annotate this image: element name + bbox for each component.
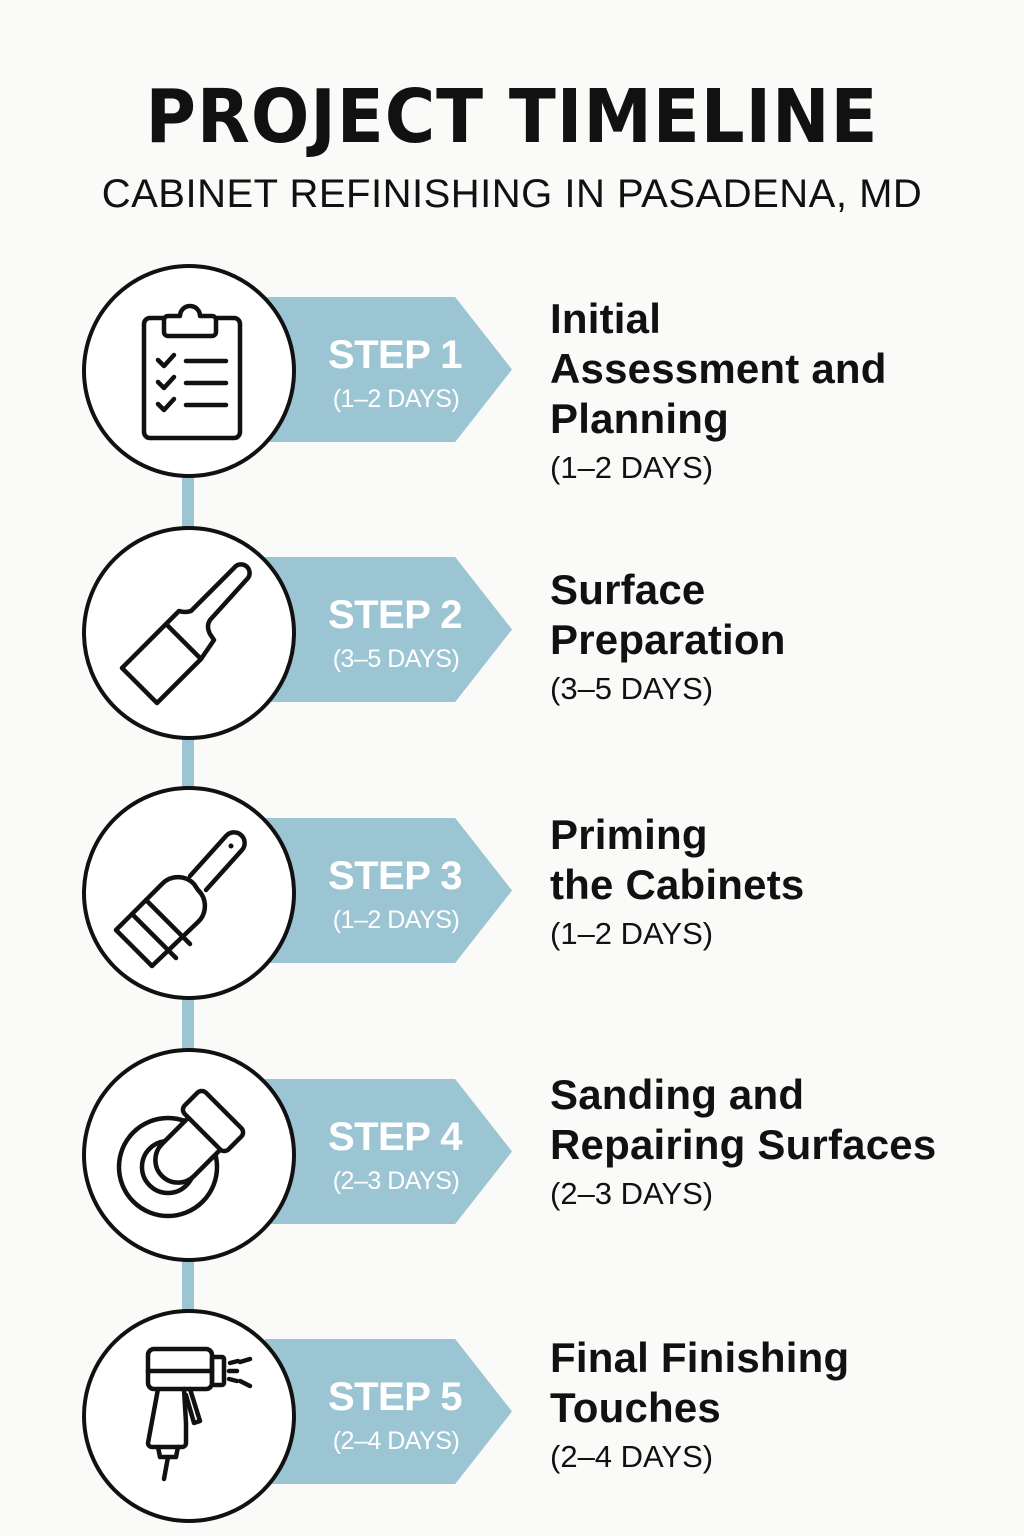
step-description: Final Finishing Touches (2–4 DAYS) [550, 1333, 1010, 1477]
timeline-connector [182, 998, 194, 1050]
step-label: STEP 5 [327, 1375, 463, 1419]
timeline-connector [182, 476, 194, 528]
sander-icon [116, 1088, 246, 1219]
step-description: Sanding and Repairing Surfaces (2–3 DAYS… [550, 1070, 1010, 1214]
step-title: Initial Assessment and Planning [550, 295, 887, 442]
spray-gun-icon [145, 1346, 253, 1482]
timeline-connector [182, 738, 194, 790]
step-label: STEP 1 [327, 333, 463, 377]
step-description: Surface Preparation (3–5 DAYS) [550, 565, 1010, 709]
timeline-step-4: STEP 4 (2–3 DAYS) Sanding and Repairing … [0, 0, 1024, 1262]
step-detail-duration: (1–2 DAYS) [550, 450, 714, 485]
step-icon-circle [82, 1048, 296, 1262]
paintbrush-icon [119, 562, 252, 706]
page-title: PROJECT TIMELINE [145, 74, 879, 160]
step-label: STEP 4 [327, 1115, 463, 1159]
step-duration: (3–5 DAYS) [332, 645, 460, 673]
step-title: Final Finishing Touches [550, 1334, 850, 1431]
step-arrow-banner: STEP 1 (1–2 DAYS) [265, 297, 512, 442]
clipboard-checklist-icon [141, 303, 243, 441]
step-detail-duration: (1–2 DAYS) [550, 916, 714, 951]
step-duration: (2–4 DAYS) [332, 1427, 460, 1455]
step-label: STEP 2 [327, 593, 463, 637]
step-description: Priming the Cabinets (1–2 DAYS) [550, 810, 1010, 954]
step-arrow-banner: STEP 5 (2–4 DAYS) [265, 1339, 512, 1484]
step-icon-circle [82, 786, 296, 1000]
step-description: Initial Assessment and Planning (1–2 DAY… [550, 294, 1010, 488]
step-arrow-banner: STEP 3 (1–2 DAYS) [265, 818, 512, 963]
step-arrow-banner: STEP 2 (3–5 DAYS) [265, 557, 512, 702]
step-duration: (1–2 DAYS) [332, 906, 460, 934]
step-duration: (1–2 DAYS) [332, 385, 460, 413]
wide-brush-icon [113, 830, 247, 969]
step-detail-duration: (2–4 DAYS) [550, 1439, 714, 1474]
timeline-connector [182, 1260, 194, 1312]
step-arrow-banner: STEP 4 (2–3 DAYS) [265, 1079, 512, 1224]
step-detail-duration: (2–3 DAYS) [550, 1176, 714, 1211]
timeline-step-1: STEP 1 (1–2 DAYS) Initial Assessment and… [0, 0, 1024, 485]
step-icon-circle [82, 264, 296, 478]
step-duration: (2–3 DAYS) [332, 1167, 460, 1195]
step-title: Priming the Cabinets [550, 811, 805, 908]
step-icon-circle [82, 526, 296, 740]
step-title: Sanding and Repairing Surfaces [550, 1071, 937, 1168]
page-subtitle: CABINET REFINISHING IN PASADENA, MD [101, 172, 923, 216]
timeline-step-3: STEP 3 (1–2 DAYS) Priming the Cabinets (… [0, 0, 1024, 1000]
step-label: STEP 3 [327, 854, 463, 898]
step-detail-duration: (3–5 DAYS) [550, 671, 714, 706]
step-title: Surface Preparation [550, 566, 786, 663]
timeline-step-2: STEP 2 (3–5 DAYS) Surface Preparation (3… [0, 0, 1024, 740]
step-icon-circle [82, 1309, 296, 1523]
